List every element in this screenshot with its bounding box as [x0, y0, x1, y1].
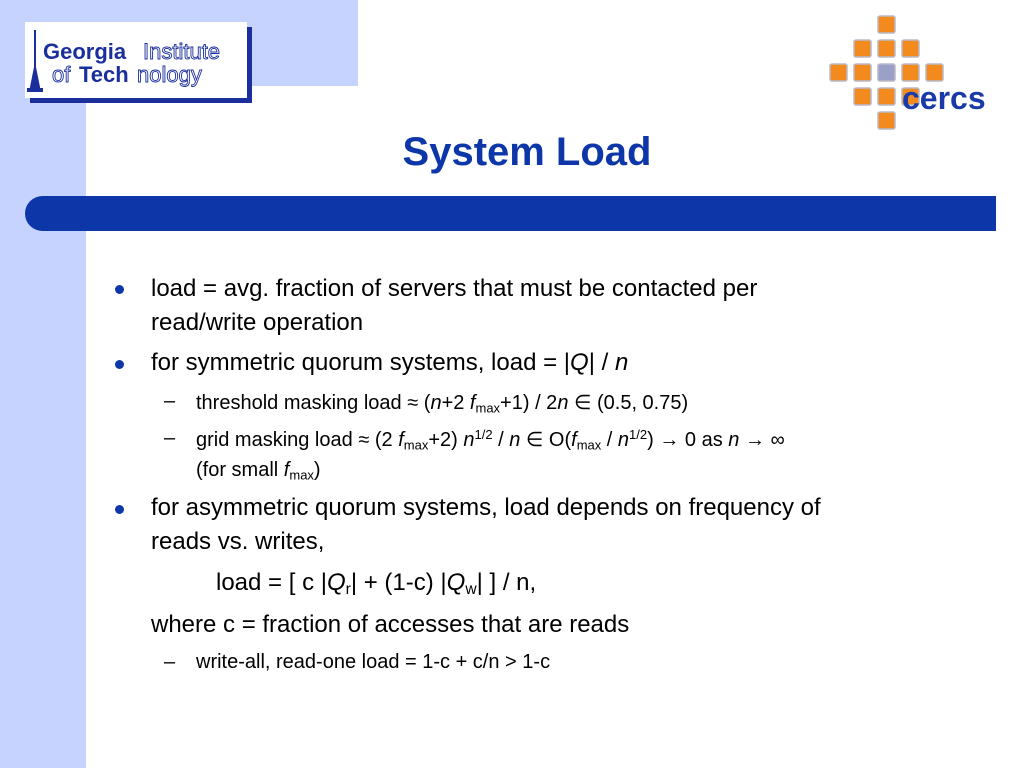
text: threshold masking load: [196, 392, 408, 414]
bullet-icon: [115, 505, 124, 514]
sub-bullet-threshold: threshold masking load ≈ (n+2 fmax+1) / …: [196, 390, 688, 415]
text: (: [418, 392, 431, 414]
subscript: max: [289, 467, 314, 483]
cercs-logo-graphic: cercs: [829, 15, 986, 130]
var-q: Q: [570, 349, 589, 376]
element-of-symbol: ∈: [574, 392, 592, 414]
gt-logo-of: of: [52, 62, 71, 87]
sub-bullet-grid: grid masking load ≈ (2 fmax+2) n1/2 / n …: [196, 427, 785, 452]
gt-logo-tech: Tech: [79, 62, 129, 87]
text: +2): [428, 429, 464, 452]
bullet-3-line-1: for asymmetric quorum systems, load depe…: [151, 494, 821, 521]
var-n: n: [728, 429, 740, 452]
bullet-3-line-2: reads vs. writes,: [151, 528, 325, 555]
var-f: f: [469, 392, 476, 414]
slide-title: System Load: [402, 130, 652, 174]
approx-symbol: ≈: [358, 429, 370, 452]
text: /: [601, 429, 618, 452]
gt-logo-institute: Institute: [143, 39, 220, 64]
var-n: n: [430, 392, 442, 414]
gt-logo-nology: nology: [137, 62, 202, 87]
var-n: n: [557, 392, 569, 414]
left-decor-band: [0, 0, 86, 768]
var-n: n: [463, 429, 475, 452]
subscript: max: [403, 437, 429, 453]
text: +1) / 2: [500, 392, 558, 414]
text: (0.5, 0.75): [591, 392, 689, 414]
subscript: max: [576, 437, 602, 453]
element-of-symbol: ∈: [525, 429, 544, 452]
text: ): [313, 459, 321, 481]
where-line: where c = fraction of accesses that are …: [151, 611, 630, 638]
georgia-tech-logo: Georgia Institute of Tech nology: [25, 22, 247, 98]
text: O(: [543, 429, 572, 452]
var-n: n: [509, 429, 521, 452]
sub-bullet-grid-line-2: (for small fmax): [196, 459, 321, 482]
text: for symmetric quorum systems, load = |: [151, 349, 571, 376]
superscript: 1/2: [474, 427, 493, 442]
var-f: f: [571, 429, 577, 452]
gt-logo-georgia: Georgia: [43, 39, 127, 64]
var-f: f: [398, 429, 404, 452]
var-n: n: [614, 349, 629, 376]
gt-logo-graphic: Georgia Institute of Tech nology: [27, 30, 220, 92]
text: load = [ c |: [216, 569, 327, 596]
title-underline-bar: [25, 196, 996, 231]
text: (2: [369, 429, 399, 452]
var-f: f: [283, 459, 290, 481]
text: (for small: [196, 459, 284, 481]
cercs-logo-text: cercs: [902, 80, 986, 116]
bullet-icon: [115, 285, 124, 294]
bullet-2: for symmetric quorum systems, load = |Q|…: [151, 349, 628, 377]
load-formula: load = [ c |Qr| + (1-c) |Qw| ] / n,: [216, 569, 536, 599]
text: /: [492, 429, 510, 452]
dash-marker: –: [164, 390, 176, 412]
text: | /: [588, 349, 615, 376]
text: | ] / n,: [476, 569, 537, 596]
subscript: w: [465, 580, 477, 598]
dash-marker: –: [164, 651, 176, 673]
var-q: Q: [446, 569, 466, 596]
text: 0 as: [679, 429, 729, 452]
bullet-1-line-2: read/write operation: [151, 309, 364, 336]
dash-marker: –: [164, 427, 176, 449]
approx-symbol: ≈: [407, 392, 419, 414]
cercs-logo: cercs: [826, 14, 1001, 138]
text: +2: [441, 392, 470, 414]
arrow-symbol: →: [744, 429, 765, 452]
subscript: max: [475, 400, 501, 416]
infinity-symbol: ∞: [770, 429, 785, 452]
var-n: n: [617, 429, 630, 452]
superscript: 1/2: [629, 427, 648, 442]
bullet-icon: [115, 360, 124, 369]
arrow-symbol: →: [659, 429, 680, 452]
bullet-1-line-1: load = avg. fraction of servers that mus…: [151, 275, 758, 302]
subscript: r: [345, 580, 351, 598]
sub-bullet-write-all: write-all, read-one load = 1-c + c/n > 1…: [196, 651, 551, 673]
text: ): [647, 429, 660, 452]
var-q: Q: [326, 569, 346, 596]
text: | + (1-c) |: [350, 569, 447, 596]
text: grid masking load: [196, 429, 359, 452]
